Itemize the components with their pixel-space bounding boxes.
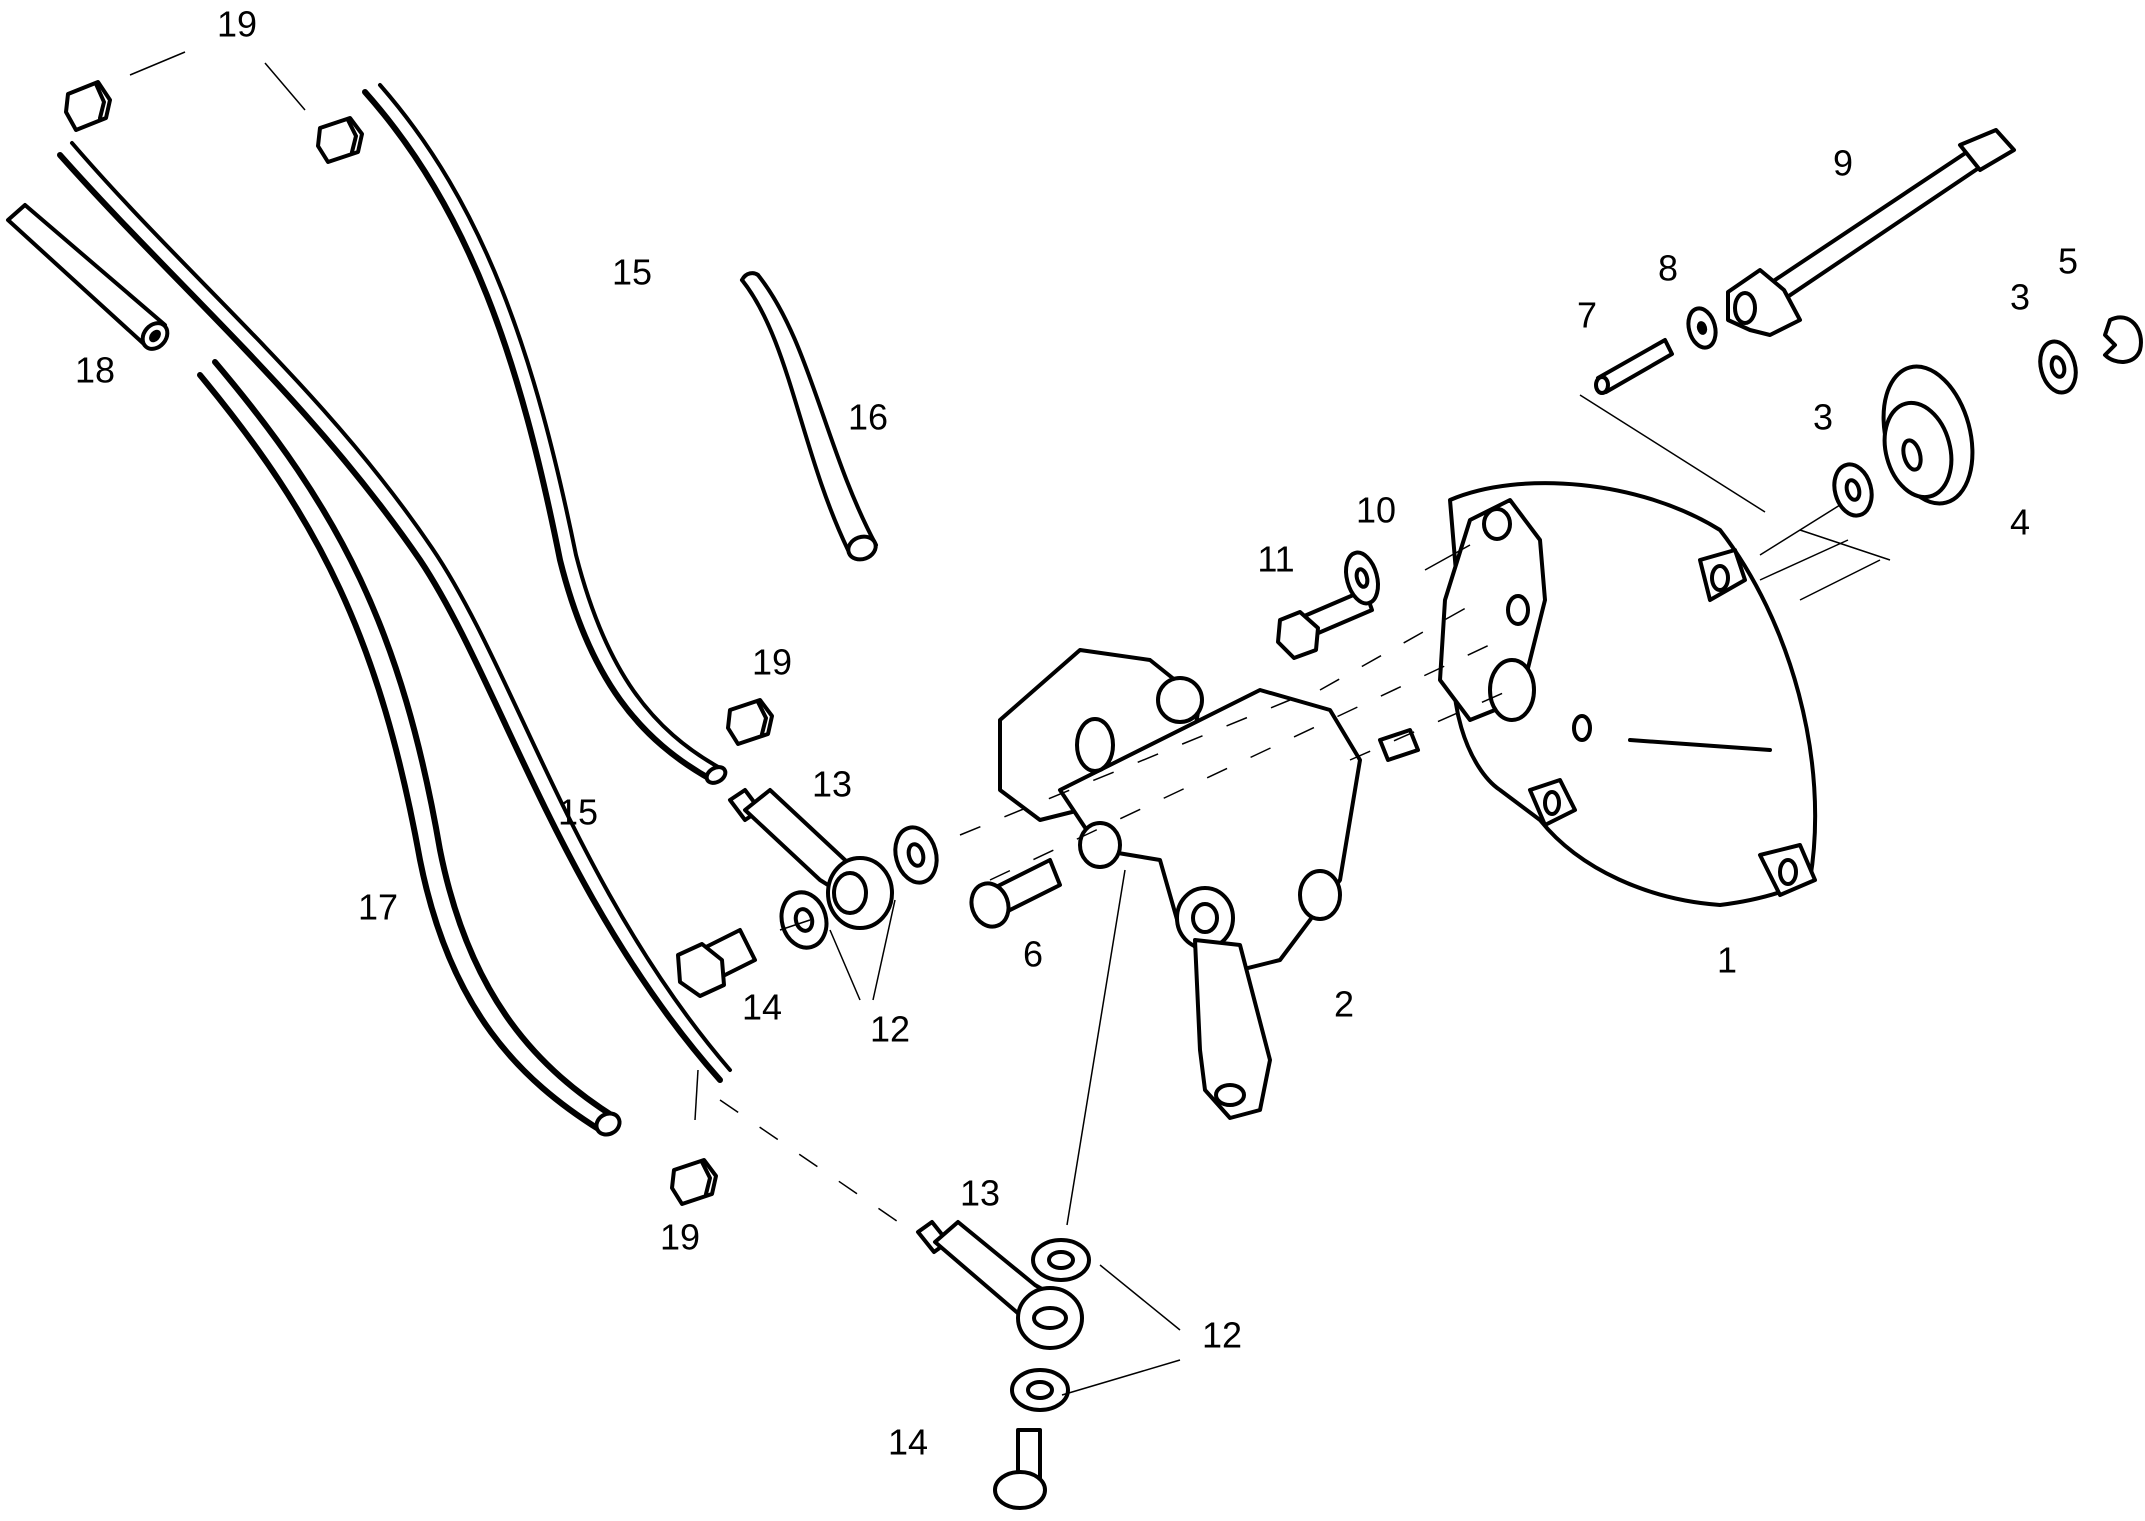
washer-8 [1686,306,1718,350]
circlip-5 [2103,315,2143,364]
callout-7: 7 [1577,295,1597,336]
hose-18 [6,203,170,351]
callout-1: 1 [1717,940,1737,981]
bolt-11 [1276,588,1374,660]
callout-19-top: 19 [217,4,257,45]
banjo-fitting-13-lower [916,1220,1084,1350]
callout-19-mid: 19 [752,642,792,683]
leader-lines [129,51,1891,1396]
callout-13-lower: 13 [960,1173,1000,1214]
callout-2: 2 [1334,984,1354,1025]
clamp-19-top-right [316,116,364,164]
hose-16 [740,271,878,562]
callout-5: 5 [2058,241,2078,282]
banjo-bolt-14-lower [993,1428,1047,1510]
callout-3-upper: 3 [2010,277,2030,318]
callout-8: 8 [1658,248,1678,289]
hose-15-upper [362,83,728,785]
callout-labels: 19 18 15 16 19 13 15 17 14 12 19 13 12 1… [75,4,2078,1463]
gear-4 [1881,364,1975,506]
pump-housing-1 [1438,481,1818,907]
washer-12-d [1010,1368,1070,1412]
callout-9: 9 [1833,143,1853,184]
washer-3-lower [1832,462,1874,518]
washer-12-c [1031,1238,1091,1282]
washer-3-upper [2038,339,2078,395]
callout-16: 16 [848,397,888,438]
callout-15-top: 15 [612,252,652,293]
banjo-fitting-13-upper [728,788,894,930]
callout-15-mid: 15 [558,792,598,833]
clamp-19-bottom [670,1158,718,1206]
callout-17: 17 [358,887,398,928]
callout-19-bottom: 19 [660,1217,700,1258]
callout-11: 11 [1257,539,1294,580]
oil-pump-body-2 [998,648,1420,1120]
callout-3-lower: 3 [1813,397,1833,438]
callout-6: 6 [1023,934,1043,975]
drive-shaft-9 [1726,128,2016,337]
banjo-bolt-14-upper [676,928,757,998]
pin-7 [1594,338,1674,395]
callout-14-lower: 14 [888,1422,928,1463]
callout-18: 18 [75,350,115,391]
callout-12-lower: 12 [1202,1315,1242,1356]
callout-10: 10 [1356,490,1396,531]
clamp-19-mid [726,698,774,746]
callout-4: 4 [2010,502,2030,543]
washer-12-a [893,825,939,885]
screw-6 [969,858,1062,929]
washer-12-b [779,890,829,950]
hose-15-long [57,141,732,1083]
washer-10 [1344,550,1380,606]
callout-12-upper: 12 [870,1009,910,1050]
callout-13-upper: 13 [812,764,852,805]
callout-14-upper: 14 [742,987,782,1028]
hose-17 [197,359,622,1137]
clamp-19-top-left [64,80,112,132]
